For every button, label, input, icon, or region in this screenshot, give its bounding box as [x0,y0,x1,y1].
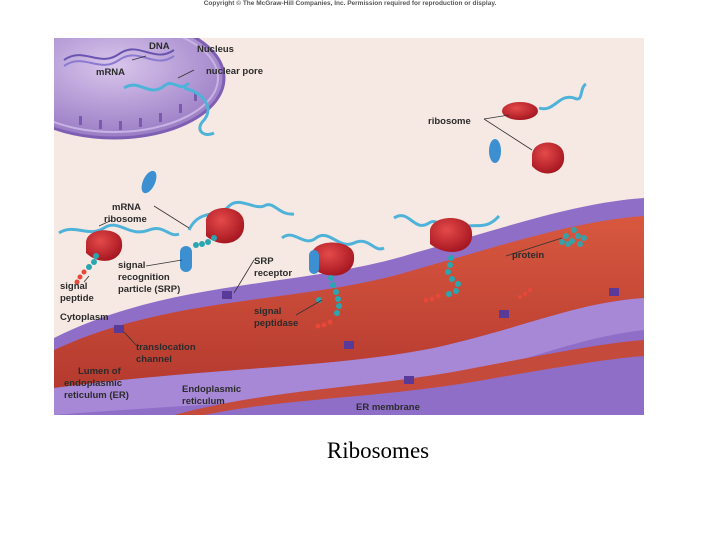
label-signal-peptide-line1: signal [60,281,87,292]
ribosome-docked-2 [393,214,501,303]
slide-caption: Ribosomes [326,438,430,463]
label-ribosome-2: ribosome [104,214,147,225]
label-signal-peptidase-line1: signal [254,306,281,317]
srp-free [141,170,157,194]
label-er-line2: reticulum [182,396,225,407]
label-mrna-nucleus: mRNA [96,67,125,78]
label-mrna: mRNA [112,202,141,213]
label-signal-peptidase-line2: peptidase [254,318,298,329]
label-er-line1: Endoplasmic [182,384,241,395]
label-protein: protein [512,250,544,261]
label-ribosome: ribosome [428,116,471,127]
label-srp-receptor-line2: receptor [254,268,292,279]
label-lumen-line2: endoplasmic [64,378,122,389]
label-srp-line2: recognition [118,272,170,283]
diagram-canvas: DNA Nucleus mRNA nuclear pore ribosome m… [54,38,644,415]
nucleus [54,38,226,140]
label-lumen-line1: Lumen of [78,366,122,377]
label-srp-line1: signal [118,260,145,271]
srp-receptors [114,288,619,384]
endoplasmic-reticulum [54,198,644,415]
label-srp-receptor-line1: SRP [254,256,274,267]
label-nuclear-pore: nuclear pore [206,66,263,77]
copyright-notice: Copyright © The McGraw-Hill Companies, I… [203,0,497,7]
label-cytoplasm: Cytoplasm [60,312,109,323]
folded-protein [559,227,587,247]
label-signal-peptide-line2: peptide [60,293,94,304]
label-er-membrane: ER membrane [356,402,420,413]
label-srp-line3: particle (SRP) [118,284,180,295]
ribosome-with-srp [180,200,295,272]
ribosome-subunits [483,82,587,174]
ribosome-docked-1 [281,233,385,329]
ribosome-translating-1 [58,223,180,285]
label-translocation-line2: channel [136,354,172,365]
ribosome-diagram: DNA Nucleus mRNA nuclear pore ribosome m… [54,38,644,415]
label-dna: DNA [149,41,170,52]
label-translocation-line1: translocation [136,342,196,353]
label-nucleus: Nucleus [197,44,234,55]
label-lumen-line3: reticulum (ER) [64,390,129,401]
